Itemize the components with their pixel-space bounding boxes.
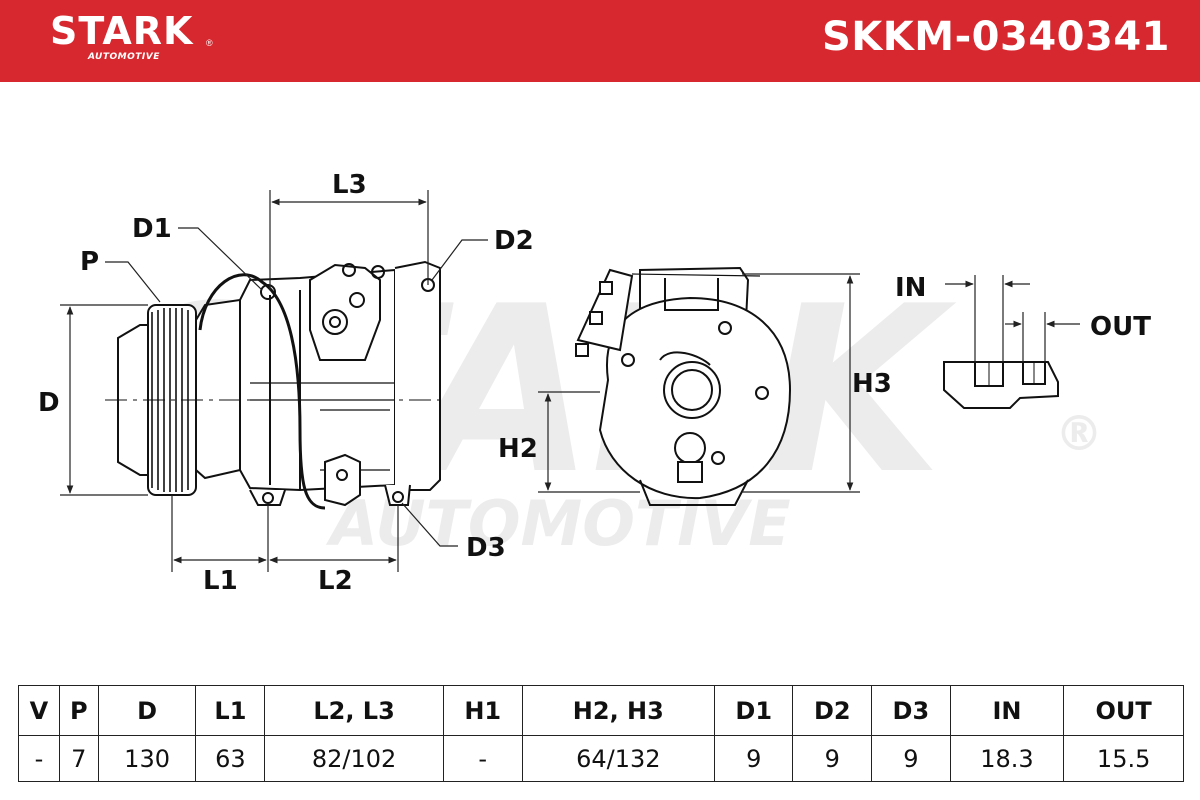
spec-header: H1 bbox=[442, 685, 523, 736]
label-h3: H3 bbox=[852, 369, 892, 399]
compressor-technical-drawing: STARK AUTOMOTIVE ® bbox=[38, 170, 1151, 596]
spec-value: 7 bbox=[58, 735, 99, 782]
label-d2: D2 bbox=[494, 226, 534, 256]
spec-header: V bbox=[18, 685, 60, 736]
label-l3: L3 bbox=[332, 170, 367, 200]
spec-header: D1 bbox=[713, 685, 794, 736]
brand-name: STARK bbox=[50, 9, 194, 53]
spec-value: 63 bbox=[195, 735, 266, 782]
spec-header: IN bbox=[949, 685, 1065, 736]
spec-header: P bbox=[58, 685, 99, 736]
label-d1: D1 bbox=[132, 214, 172, 244]
brand-logo: STARK ® AUTOMOTIVE bbox=[50, 9, 213, 62]
compressor-side-view bbox=[105, 260, 441, 510]
label-d3: D3 bbox=[466, 533, 506, 563]
spec-value: 18.3 bbox=[949, 735, 1065, 782]
spec-value: 15.5 bbox=[1063, 735, 1184, 782]
spec-value: 9 bbox=[713, 735, 794, 782]
compressor-front-view bbox=[575, 266, 792, 506]
specs-value-row: - 7 130 63 82/102 - 64/132 9 9 9 18.3 15… bbox=[18, 735, 1184, 782]
label-out: OUT bbox=[1090, 312, 1151, 342]
spec-header: OUT bbox=[1063, 685, 1184, 736]
header-bar: STARK ® AUTOMOTIVE SKKM-0340341 bbox=[0, 0, 1200, 82]
specs-table: V P D L1 L2, L3 H1 H2, H3 D1 D2 D3 IN OU… bbox=[18, 685, 1184, 782]
brand-registered-mark: ® bbox=[206, 38, 213, 48]
watermark-mark: ® bbox=[1055, 406, 1103, 462]
label-in: IN bbox=[895, 273, 926, 303]
dimension-lines bbox=[60, 190, 1080, 572]
spec-header: H2, H3 bbox=[521, 685, 715, 736]
dimension-labels: L3 D1 D2 P D H3 H2 IN OUT D3 L1 L2 bbox=[38, 170, 1151, 596]
label-l2: L2 bbox=[318, 566, 353, 596]
spec-value: - bbox=[18, 735, 60, 782]
spec-header: L1 bbox=[195, 685, 266, 736]
part-number: SKKM-0340341 bbox=[821, 14, 1170, 60]
spec-value: 130 bbox=[97, 735, 197, 782]
specs-header-row: V P D L1 L2, L3 H1 H2, H3 D1 D2 D3 IN OU… bbox=[18, 685, 1184, 736]
spec-header: L2, L3 bbox=[264, 685, 444, 736]
spec-value: 64/132 bbox=[521, 735, 715, 782]
label-d: D bbox=[38, 388, 60, 418]
spec-value: 9 bbox=[871, 735, 951, 782]
spec-header: D bbox=[97, 685, 197, 736]
spec-value: 9 bbox=[792, 735, 873, 782]
port-detail bbox=[943, 361, 1059, 409]
spec-value: 82/102 bbox=[264, 735, 444, 782]
spec-header: D3 bbox=[871, 685, 951, 736]
label-h2: H2 bbox=[498, 434, 538, 464]
spec-value: - bbox=[442, 735, 523, 782]
label-l1: L1 bbox=[203, 566, 238, 596]
spec-header: D2 bbox=[792, 685, 873, 736]
brand-subtitle: AUTOMOTIVE bbox=[88, 52, 160, 62]
label-p: P bbox=[80, 247, 99, 277]
